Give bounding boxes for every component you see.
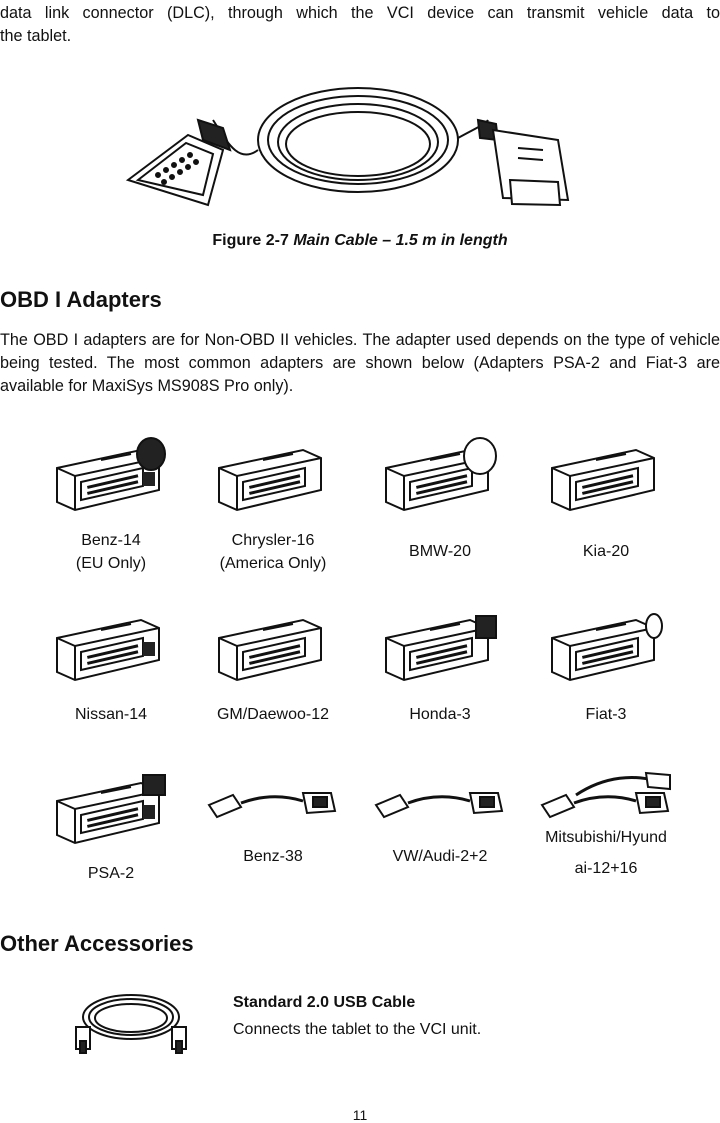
adapter-image-honda-3: [380, 602, 500, 682]
figure-caption-title: Main Cable – 1.5 m in length: [293, 232, 508, 249]
adapter-image-chrysler-16: [213, 432, 333, 512]
adapter-label-line-1: Chrysler-16: [231, 532, 315, 549]
adapter-label-line-1: Benz-38: [243, 848, 303, 865]
accessories-heading: Other Accessories: [0, 931, 194, 956]
adapter-label-line-1: Kia-20: [582, 543, 630, 560]
adapter-image-kia-20: [546, 432, 666, 512]
adapter-label-line-1: GM/Daewoo-12: [216, 706, 330, 723]
figure-caption-prefix: Figure 2-7: [212, 232, 289, 249]
adapter-label-line-2: (EU Only): [75, 555, 147, 572]
adapter-label-line-1: Honda-3: [409, 706, 471, 723]
adapter-label-kia-20: Kia-20: [526, 540, 686, 563]
adapter-label-line-1: VW/Audi-2+2: [392, 848, 488, 865]
adapter-label-line-1: Fiat-3: [585, 706, 627, 723]
intro-paragraph: data link connector (DLC), through which…: [0, 2, 720, 48]
adapter-label-nissan-14: Nissan-14: [31, 703, 191, 726]
adapter-image-bmw-20: [380, 432, 500, 512]
adapter-label-honda-3: Honda-3: [360, 703, 520, 726]
adapter-image-mitsubishi-hyundai-12-16: [536, 765, 676, 835]
adapter-label-line-2: (America Only): [219, 555, 327, 572]
adapter-label-line-1: Benz-14: [81, 532, 141, 549]
main-cable-image: [118, 80, 608, 220]
page-number: 11: [352, 1107, 368, 1123]
obd1-paragraph: The OBD I adapters are for Non-OBD II ve…: [0, 331, 720, 395]
adapter-image-vw-audi-2-2: [370, 765, 510, 835]
adapter-label-line-1: Nissan-14: [74, 706, 148, 723]
adapter-label-benz-14: Benz-14 (EU Only): [31, 529, 191, 575]
adapter-image-fiat-3: [546, 602, 666, 682]
usb-cable-image: [72, 985, 190, 1057]
adapter-label-line-1: BMW-20: [409, 543, 471, 560]
adapter-label-line-2: ai-12+16: [574, 860, 638, 877]
adapter-image-benz-38: [203, 765, 343, 835]
adapter-image-benz-14: [51, 432, 171, 512]
usb-cable-description: Connects the tablet to the VCI unit.: [233, 1021, 482, 1038]
figure-caption: Figure 2-7 Main Cable – 1.5 m in length: [0, 232, 720, 250]
intro-line-2: the tablet.: [0, 27, 72, 45]
adapter-image-psa-2: [51, 765, 171, 845]
adapter-label-bmw-20: BMW-20: [360, 540, 520, 563]
adapter-label-vw-audi-2-2: VW/Audi-2+2: [360, 845, 520, 868]
obd1-heading: OBD I Adapters: [0, 287, 162, 312]
adapter-label-chrysler-16: Chrysler-16 (America Only): [193, 529, 353, 575]
adapter-image-nissan-14: [51, 602, 171, 682]
adapter-label-fiat-3: Fiat-3: [526, 703, 686, 726]
intro-line-1: data link connector (DLC), through which…: [0, 4, 720, 22]
adapter-label-line-1: Mitsubishi/Hyund: [545, 829, 667, 846]
adapter-label-psa-2: PSA-2: [31, 862, 191, 885]
adapter-label-gm-daewoo-12: GM/Daewoo-12: [193, 703, 353, 726]
adapter-image-gm-daewoo-12: [213, 602, 333, 682]
adapter-label-mitsubishi-hyundai-12-16: Mitsubishi/Hyund ai-12+16: [526, 826, 686, 880]
adapter-label-line-1: PSA-2: [87, 865, 135, 882]
adapter-label-benz-38: Benz-38: [193, 845, 353, 868]
usb-cable-title: Standard 2.0 USB Cable: [233, 994, 416, 1011]
